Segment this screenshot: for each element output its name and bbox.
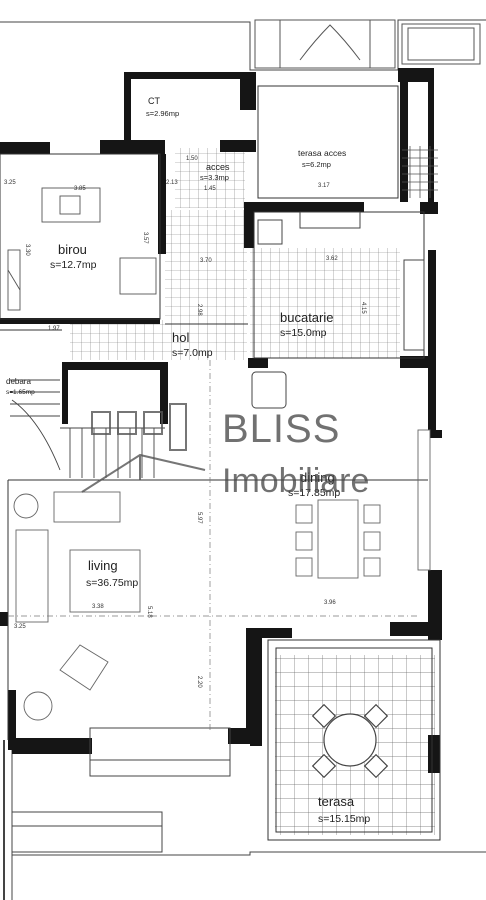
living-name: living — [88, 558, 118, 573]
tiled-floors — [70, 148, 435, 835]
dim-living-h: 5.97 — [196, 512, 202, 524]
dining-name: dining — [300, 470, 335, 485]
birou-furniture — [7, 187, 157, 311]
terasa-name: terasa — [318, 794, 355, 809]
entrance-step — [11, 727, 231, 853]
terasa-acces-name: terasa acces — [298, 148, 346, 158]
hol-area: s=7.0mp — [172, 347, 213, 359]
dim-living-c: 5.18 — [146, 606, 152, 618]
dimension-labels: 1.50 2.13 1.45 3.17 3.85 3.25 3.30 3.57 … — [4, 156, 366, 688]
watermark: BLISS Imobiliare — [81, 403, 369, 500]
dim-bucatarie-w: 3.62 — [326, 256, 338, 262]
dim-terasa-acces: 3.17 — [318, 183, 330, 189]
birou-name: birou — [58, 242, 87, 257]
hol-tiles — [165, 210, 247, 360]
living-furniture — [13, 491, 141, 721]
dim-ct: 1.50 — [186, 156, 198, 162]
dining-area: s=17.85mp — [288, 487, 340, 499]
ct-area: s=2.96mp — [146, 109, 179, 118]
debara-area: s=1.65mp — [6, 389, 35, 396]
watermark-line2: Imobiliare — [222, 462, 369, 500]
dim-acces-2: 1.45 — [204, 186, 216, 192]
pergola-top — [254, 19, 481, 69]
house-logo-icon — [81, 403, 206, 493]
dim-birou-h: 3.30 — [24, 244, 30, 256]
hol-name: hol — [172, 330, 189, 345]
bucatarie-area: s=15.0mp — [280, 327, 327, 339]
ct-name: CT — [148, 96, 160, 106]
dim-hol-h: 2.98 — [196, 304, 202, 316]
living-area: s=36.75mp — [86, 577, 138, 589]
dim-living-b: 2.20 — [196, 676, 202, 688]
dim-dining-w: 3.96 — [324, 600, 336, 606]
bucatarie-name: bucatarie — [280, 310, 333, 325]
acces-name: acces — [206, 162, 230, 172]
dim-stair: 1.97 — [48, 326, 60, 332]
dim-acces-1: 2.13 — [166, 180, 178, 186]
axis-lines — [8, 360, 420, 730]
room-labels: CT s=2.96mp acces s=3.3mp terasa acces s… — [6, 96, 370, 825]
staircase — [10, 379, 165, 478]
dim-living-left: 3.25 — [14, 624, 26, 630]
interior-lines — [0, 85, 441, 841]
dim-birou-w: 3.85 — [74, 186, 86, 192]
acces-area: s=3.3mp — [200, 173, 229, 182]
terasa-acces-stair — [402, 146, 438, 198]
terasa-area: s=15.15mp — [318, 813, 370, 825]
terasa-acces-area: s=6.2mp — [302, 160, 331, 169]
terasa-table — [311, 703, 389, 779]
watermark-line1: BLISS — [222, 407, 340, 451]
birou-area: s=12.7mp — [50, 259, 97, 271]
kitchen-furniture — [251, 211, 425, 409]
dim-bucatarie-h: 4.15 — [360, 302, 366, 314]
dining-furniture — [295, 429, 431, 579]
hol-lower-tiles — [70, 320, 165, 360]
dim-birou-door: 3.57 — [142, 232, 148, 244]
acces-tiles — [175, 148, 245, 208]
bucatarie-tiles — [250, 248, 400, 358]
walls — [0, 68, 442, 773]
dim-hol-w: 3.70 — [200, 258, 212, 264]
debara-name: debara — [6, 377, 31, 386]
dim-living-w: 3.38 — [92, 604, 104, 610]
dim-birou-left: 3.25 — [4, 180, 16, 186]
